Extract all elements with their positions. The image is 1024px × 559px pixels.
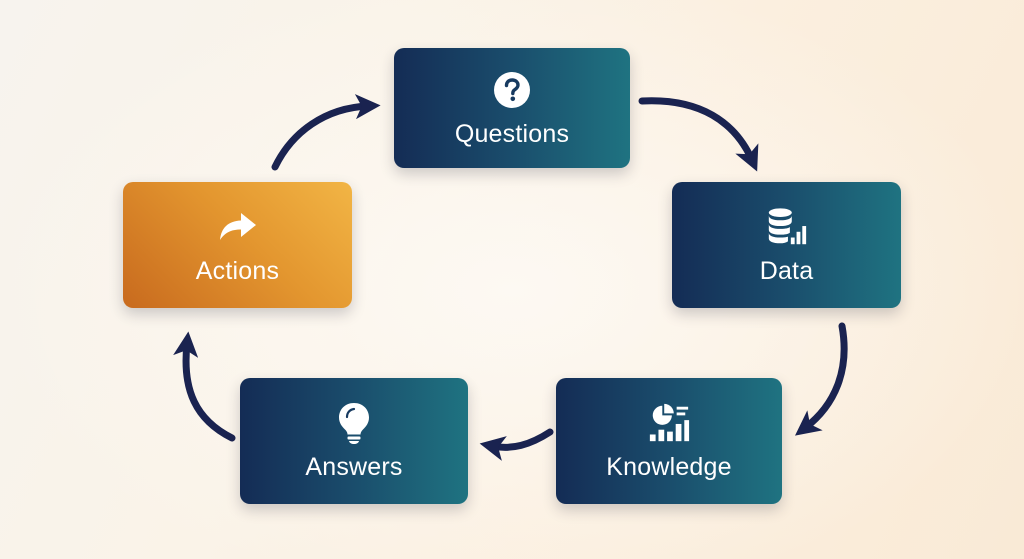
lightbulb-icon (332, 401, 376, 445)
node-answers: Answers (240, 378, 468, 504)
node-label: Knowledge (606, 452, 732, 481)
question-circle-icon (490, 68, 534, 112)
arrow-actions-to-questions (271, 94, 381, 171)
node-knowledge: Knowledge (556, 378, 782, 504)
node-questions: Questions (394, 48, 630, 168)
node-actions: Actions (123, 182, 352, 308)
arrow-answers-to-actions (173, 331, 236, 442)
arrow-data-to-knowledge (795, 322, 848, 436)
arrow-questions-to-data (638, 97, 759, 172)
pie-bar-chart-icon (647, 401, 691, 445)
node-label: Answers (305, 452, 403, 481)
database-chart-icon (765, 205, 809, 249)
arrow-knowledge-to-answers (479, 428, 554, 461)
node-label: Questions (454, 119, 570, 148)
node-data: Data (672, 182, 901, 308)
node-label: Data (759, 256, 814, 285)
share-arrow-icon (216, 205, 260, 249)
node-label: Actions (195, 256, 280, 285)
